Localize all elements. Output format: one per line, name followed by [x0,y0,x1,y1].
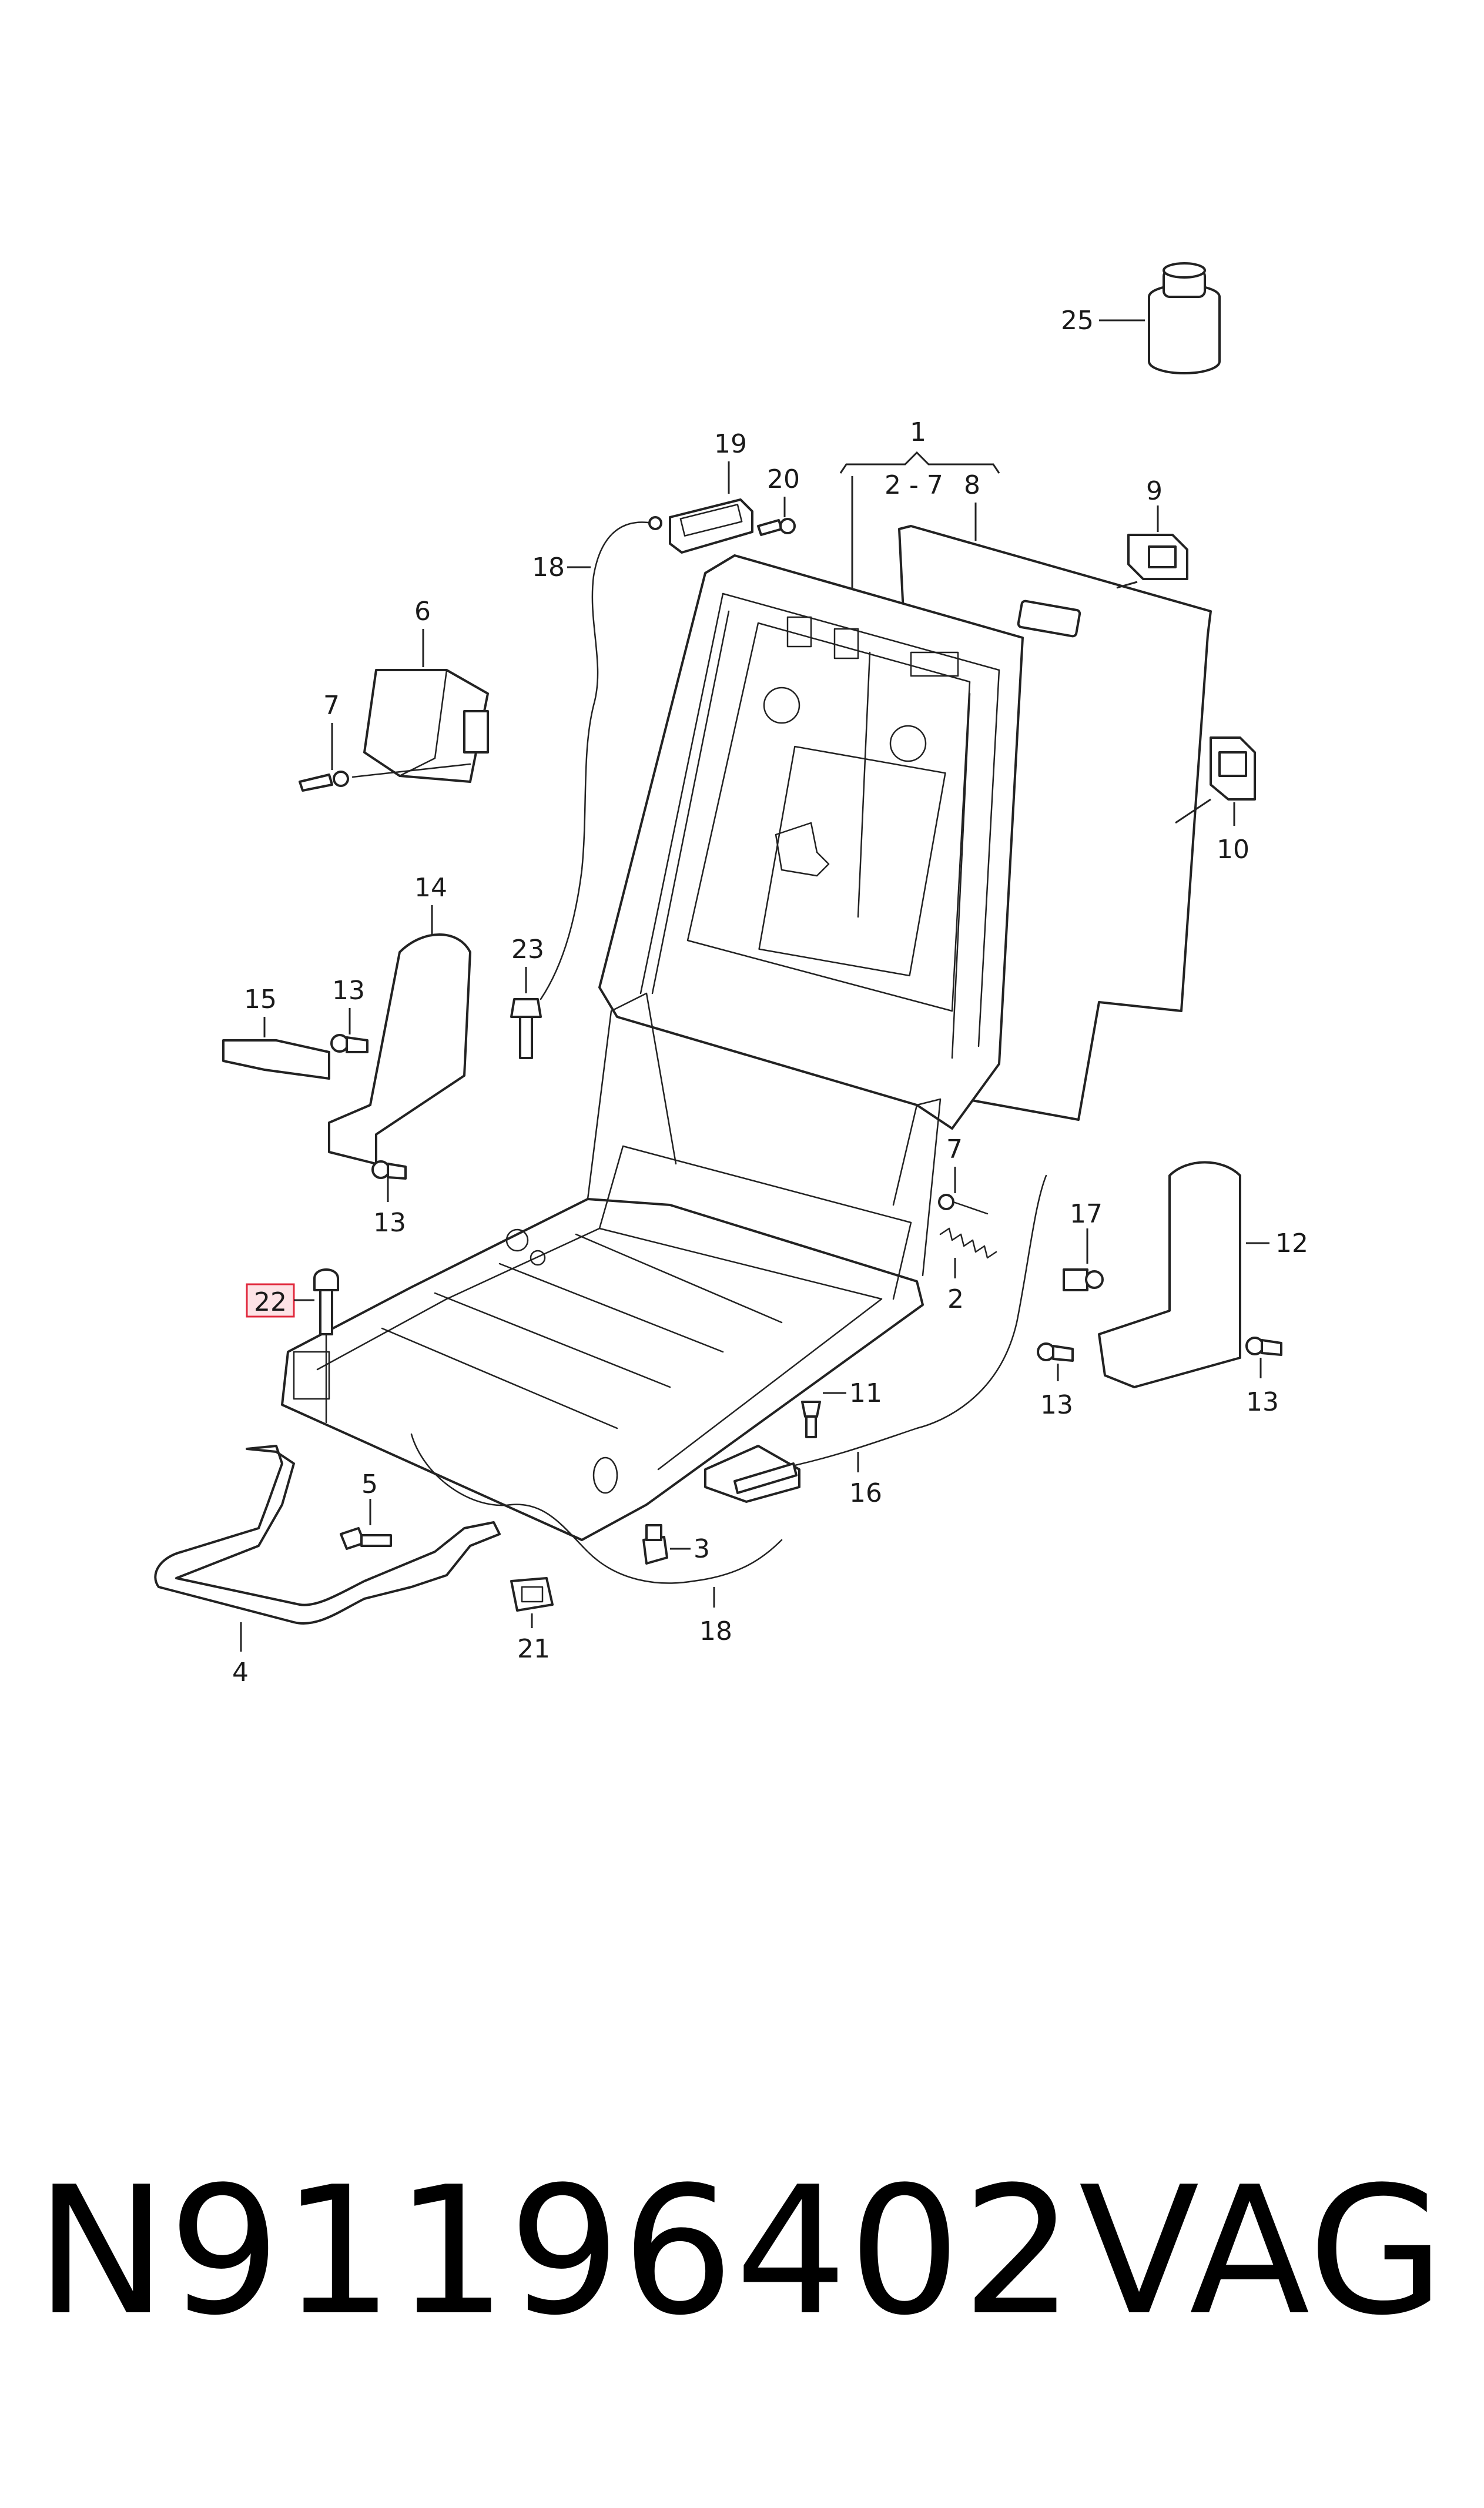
part-14-side-trim-left [328,933,471,1165]
callout-13-d: 13 [1246,1387,1279,1417]
seat-base-frame [281,992,942,1541]
brand-label: VAG [1078,2148,1446,2354]
callout-10: 10 [1217,835,1249,865]
part-11-pin [801,1401,821,1438]
part-17-screw [1063,1268,1104,1291]
callout-18-lower: 18 [699,1616,732,1646]
callout-6: 6 [414,597,431,627]
part-18-upper-cable [540,521,654,1000]
callout-15: 15 [244,985,277,1014]
part-3-clip [642,1524,668,1565]
callout-12: 12 [1275,1228,1308,1258]
callout-9: 9 [1146,476,1163,506]
part-21-clip [510,1577,554,1612]
callout-3: 3 [694,1534,710,1564]
callout-25: 25 [1061,306,1094,336]
callout-16: 16 [849,1478,882,1508]
callout-17: 17 [1070,1199,1103,1229]
part-16-bracket [704,1445,800,1503]
part-7-rivet-lower [938,1194,989,1215]
footer: N91196402 VAG [35,2139,1446,2363]
callout-19: 19 [714,429,747,459]
callout-23: 23 [511,935,544,965]
callout-7-upper: 7 [323,691,340,721]
part-20-screw [757,518,796,536]
bracket-1 [839,451,1000,474]
part-4-release-bar [154,1445,501,1625]
backrest-frame [598,554,1024,1130]
callout-14: 14 [414,873,447,903]
part-12-side-trim-right [1098,1161,1241,1388]
part-23-bolt [510,998,542,1059]
part-2-spring [939,1227,997,1259]
part-13-clip-a [330,1034,369,1053]
part-15-strap [222,1039,330,1080]
part-6-control-module [363,669,489,783]
part-18-lower-cable [410,1433,783,1584]
part-25-grease-can [1099,262,1221,374]
part-10-clip [1210,736,1256,801]
callout-20: 20 [767,464,800,494]
callout-8: 8 [964,470,980,500]
part-9-clip [1127,534,1188,580]
part-5-bolt [340,1527,392,1550]
callout-13-c: 13 [1040,1390,1073,1420]
callout-21: 21 [517,1634,550,1664]
callout-22: 22 [254,1287,287,1317]
callout-5: 5 [361,1469,378,1499]
part-13-clip-c [1037,1342,1074,1362]
part-16-cable [775,1174,1047,1471]
callout-13-b: 13 [373,1208,406,1238]
callout-4: 4 [232,1658,249,1687]
callout-2-7: 2 - 7 [885,470,943,500]
callout-18-upper: 18 [532,553,565,582]
part-7-rivet-upper [299,771,349,792]
part-19-release-handle [669,498,753,554]
callout-2: 2 [947,1284,964,1314]
part-13-clip-d [1245,1337,1282,1356]
callout-7-lower: 7 [946,1134,963,1164]
part-number: N91196402 [35,2148,1076,2354]
callout-13-a: 13 [332,976,365,1006]
callout-22-highlight [246,1283,295,1318]
part-13-clip-b [371,1160,407,1180]
part-22-bolt [313,1268,339,1335]
callout-1: 1 [910,417,926,447]
callout-11: 11 [849,1378,882,1408]
